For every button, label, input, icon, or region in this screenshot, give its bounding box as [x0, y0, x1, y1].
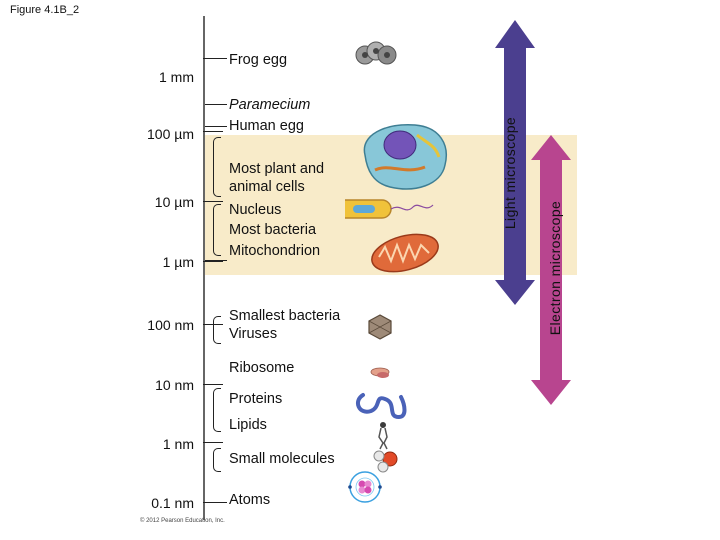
- scale-label-10nm: 10 nm: [155, 377, 194, 393]
- illustrations: [345, 41, 447, 503]
- brace-proteins-lipids: [213, 388, 221, 432]
- bacterium-illustration: [345, 199, 434, 219]
- electron-microscope-arrow: [531, 135, 571, 405]
- copyright-notice: © 2012 Pearson Education, Inc.: [140, 518, 225, 524]
- leader-paramecium: [205, 104, 227, 105]
- scale-label-1nm: 1 nm: [162, 436, 194, 452]
- item-small-molecules: Small molecules: [229, 451, 335, 467]
- tick-10um: [203, 201, 223, 202]
- animal-cell-illustration: [363, 124, 447, 190]
- tick-10nm: [203, 384, 223, 385]
- lipid-illustration: [378, 422, 388, 450]
- small-molecule-illustration: [373, 450, 398, 473]
- leader-atoms: [205, 502, 227, 503]
- frog-egg-illustration: [355, 41, 397, 65]
- leader-human-egg: [205, 126, 227, 127]
- microscope-arrows: [495, 20, 571, 405]
- item-atoms: Atoms: [229, 492, 271, 508]
- item-frog-egg: Frog egg: [229, 52, 288, 68]
- leader-mitochondrion: [205, 260, 227, 261]
- figure-title: Figure 4.1B_2: [10, 4, 80, 16]
- light-microscope-arrow: [495, 20, 535, 305]
- brace-cells: [213, 137, 221, 197]
- scale-label-1um: 1 µm: [162, 254, 194, 270]
- item-most-bacteria: Most bacteria: [229, 222, 317, 238]
- item-nucleus: Nucleus: [229, 202, 282, 218]
- tick-100um: [203, 131, 223, 132]
- ribosome-illustration: [370, 367, 390, 378]
- scale-label-1mm: 1 mm: [159, 69, 194, 85]
- tick-1um: [203, 261, 223, 262]
- item-paramecium: Paramecium: [229, 97, 311, 113]
- item-human-egg: Human egg: [229, 118, 304, 134]
- scale-label-100nm: 100 nm: [147, 317, 194, 333]
- item-ribosome: Ribosome: [229, 360, 295, 376]
- atom-illustration: [348, 471, 382, 503]
- light-microscope-label: Light microscope: [502, 116, 518, 230]
- brace-nucleus-bacteria: [213, 204, 221, 256]
- item-viruses: Viruses: [229, 326, 278, 342]
- scale-label-10um: 10 µm: [154, 194, 194, 210]
- brace-small-molecules: [213, 448, 221, 472]
- leader-frog-egg: [205, 58, 227, 59]
- item-proteins: Proteins: [229, 391, 283, 407]
- tick-1nm: [203, 442, 223, 443]
- item-mitochondrion: Mitochondrion: [229, 243, 321, 259]
- scale-label-0-1nm: 0.1 nm: [151, 495, 194, 511]
- mitochondrion-illustration: [371, 233, 439, 273]
- electron-microscope-label: Electron microscope: [547, 200, 563, 336]
- virus-illustration: [368, 314, 392, 340]
- item-lipids: Lipids: [229, 417, 267, 433]
- scale-label-100um: 100 µm: [147, 126, 194, 142]
- item-plant-animal-cells-line1: Most plant and: [229, 161, 325, 177]
- item-smallest-bacteria: Smallest bacteria: [229, 308, 341, 324]
- brace-bacteria-viruses: [213, 316, 221, 344]
- protein-illustration: [355, 393, 407, 420]
- item-plant-animal-cells-line2: animal cells: [229, 179, 305, 195]
